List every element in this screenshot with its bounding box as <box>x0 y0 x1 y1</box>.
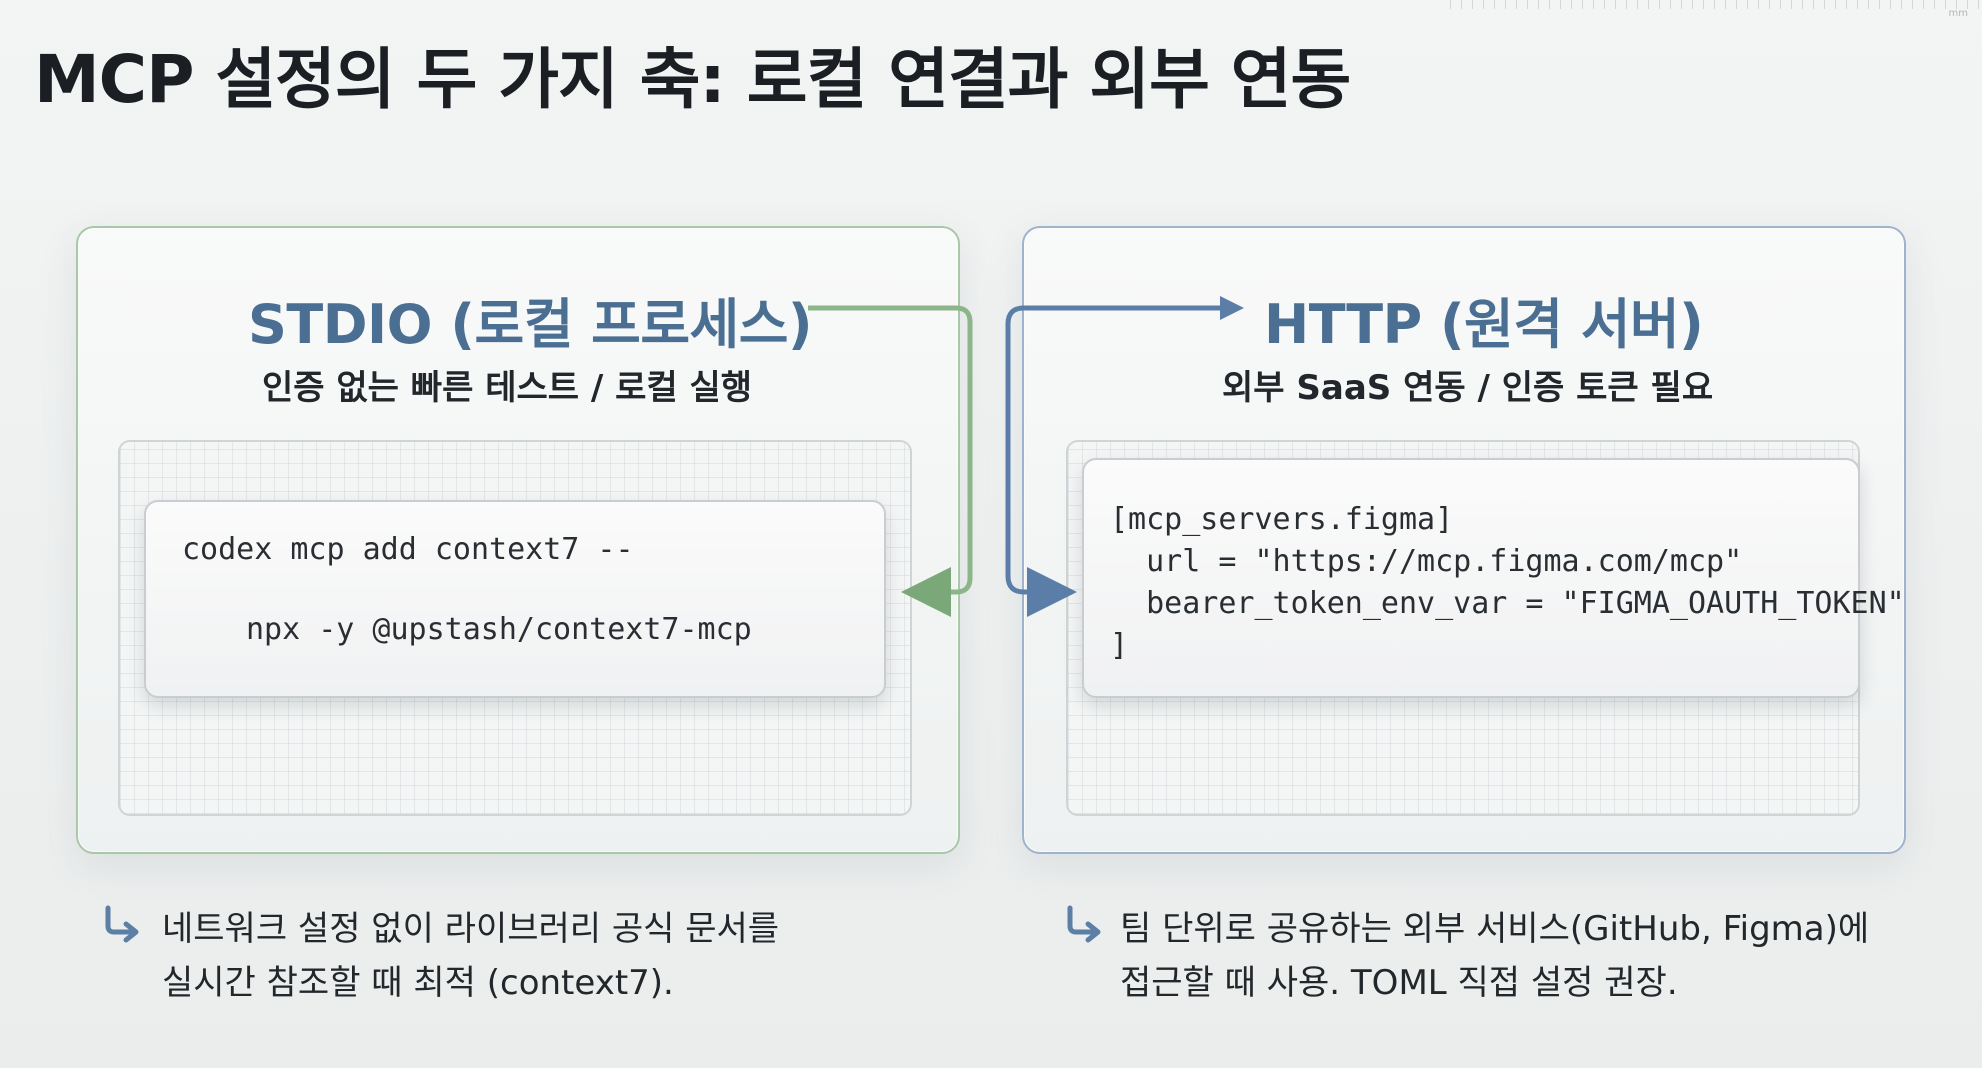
code-line: ] <box>1110 628 1129 663</box>
http-grid-area: [mcp_servers.figma] url = "https://mcp.f… <box>1066 440 1905 816</box>
code-line: bearer_token_env_var = "FIGMA_OAUTH_TOKE… <box>1110 586 1905 621</box>
return-arrow-icon <box>1067 905 1101 943</box>
code-line: npx -y @upstash/context7-mcp <box>246 612 752 647</box>
stdio-grid-area: codex mcp add context7 -- npx -y @upstas… <box>118 440 912 816</box>
stdio-note-line: 네트워크 설정 없이 라이브러리 공식 문서를 <box>162 909 780 949</box>
stdio-panel: STDIO (로컬 프로세스) 인증 없는 빠른 테스트 / 로컬 실행 cod… <box>76 226 960 854</box>
http-subtitle: 외부 SaaS 연동 / 인증 토큰 필요 <box>1222 368 1714 408</box>
stdio-code-block: codex mcp add context7 -- npx -y @upstas… <box>144 500 886 698</box>
return-arrow-icon <box>105 905 139 943</box>
http-panel: HTTP (원격 서버) 외부 SaaS 연동 / 인증 토큰 필요 [mcp_… <box>1022 226 1906 854</box>
code-line: url = "https://mcp.figma.com/mcp" <box>1110 544 1743 579</box>
stdio-note-line: 실시간 참조할 때 최적 (context7). <box>162 963 674 1003</box>
http-code-block: [mcp_servers.figma] url = "https://mcp.f… <box>1082 458 1905 698</box>
http-note-line: 접근할 때 사용. TOML 직접 설정 권장. <box>1120 963 1678 1003</box>
http-note-line: 팀 단위로 공유하는 외부 서비스(GitHub, Figma)에 <box>1120 909 1870 949</box>
code-line: [mcp_servers.figma] <box>1110 502 1454 537</box>
http-heading: HTTP (원격 서버) <box>1264 293 1704 356</box>
stdio-subtitle: 인증 없는 빠른 테스트 / 로컬 실행 <box>262 368 753 408</box>
top-ruler: mm <box>1450 0 1982 24</box>
stdio-heading: STDIO (로컬 프로세스) <box>248 293 813 356</box>
page-title: MCP 설정의 두 가지 축: 로컬 연결과 외부 연동 <box>34 41 1351 118</box>
ruler-unit-label: mm <box>1948 8 1968 19</box>
code-line: codex mcp add context7 -- <box>182 532 634 567</box>
